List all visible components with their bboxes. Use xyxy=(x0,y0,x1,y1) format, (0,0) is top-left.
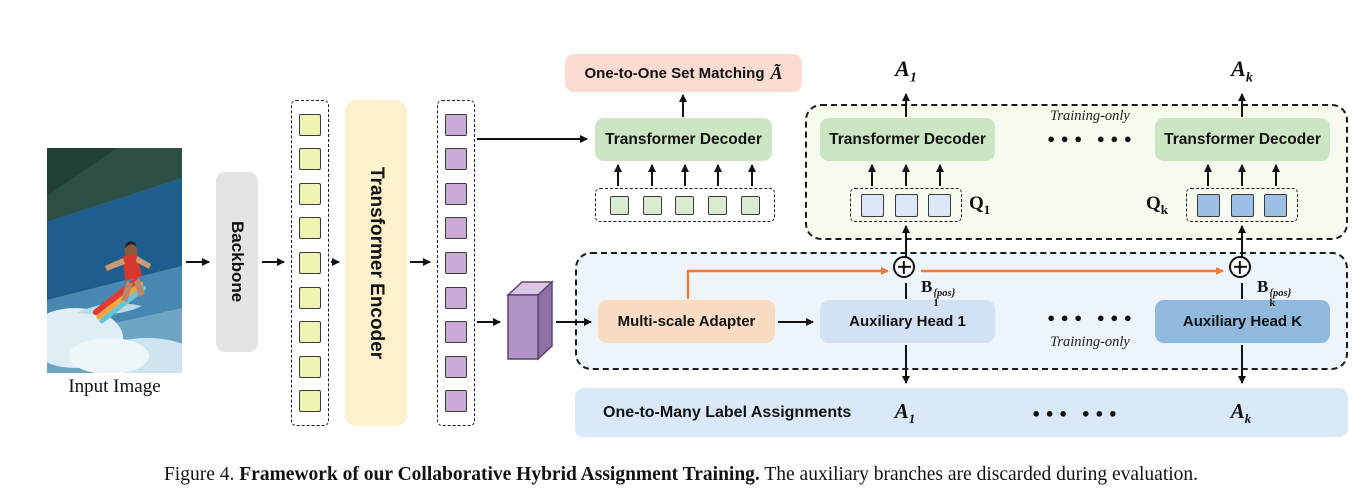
feature-token xyxy=(299,217,321,240)
query-token xyxy=(741,195,761,215)
surfer-photo-illustration xyxy=(47,148,182,373)
caption-bold: Framework of our Collaborative Hybrid As… xyxy=(239,464,760,485)
bk-pos-label: B{pos}k xyxy=(1257,277,1292,309)
feature-token xyxy=(445,390,467,413)
input-image-label: Input Image xyxy=(68,376,161,397)
auxiliary-head-k-box: Auxiliary Head K xyxy=(1155,300,1330,343)
feature-token xyxy=(445,113,467,136)
auxiliary-head-1-label: Auxiliary Head 1 xyxy=(849,313,966,330)
query-token xyxy=(1230,193,1254,217)
assignment-symbol-ak-bottom: Ak xyxy=(1230,398,1252,426)
query-symbol-q1: Q1 xyxy=(969,193,991,217)
query-token xyxy=(609,195,629,215)
backbone-label: Backbone xyxy=(228,221,247,303)
encoder-input-tokens xyxy=(291,100,329,426)
feature-token xyxy=(299,148,321,171)
one-to-many-assignments-box: One-to-Many Label Assignments A1 ● ● ● ●… xyxy=(575,388,1348,437)
one-to-one-matching-label: One-to-One Set Matching xyxy=(584,64,765,82)
caption-rest: The auxiliary branches are discarded dur… xyxy=(764,464,1199,485)
feature-token xyxy=(299,251,321,274)
feature-token xyxy=(299,286,321,309)
transformer-encoder-box: Transformer Encoder xyxy=(345,100,407,426)
feature-token xyxy=(445,321,467,344)
query-token xyxy=(642,195,662,215)
training-only-label-top: Training-only xyxy=(1050,108,1130,124)
query-symbol-qk: Qk xyxy=(1146,193,1169,217)
matching-symbol-a-tilde: Ã xyxy=(770,62,783,83)
training-only-label-bottom: Training-only xyxy=(1050,334,1130,350)
feature-token xyxy=(299,113,321,136)
query-token xyxy=(1197,193,1221,217)
one-to-one-decoder-box: Transformer Decoder xyxy=(595,118,772,161)
feature-token xyxy=(299,390,321,413)
assignment-symbol-ak-top: Ak xyxy=(1231,56,1253,86)
auxiliary-head-k-label: Auxiliary Head K xyxy=(1182,313,1303,330)
encoder-output-tokens xyxy=(437,100,475,426)
circled-plus-icon xyxy=(1229,256,1251,278)
aux-decoder-k-box: Transformer Decoder xyxy=(1155,118,1330,161)
ellipsis-dots-assignments: ● ● ● ● ● ● xyxy=(1032,405,1118,420)
aux-decoder-1-label: Transformer Decoder xyxy=(829,130,986,148)
backbone-box: Backbone xyxy=(216,172,258,352)
one-to-one-query-tokens xyxy=(595,188,775,222)
transformer-encoder-label: Transformer Encoder xyxy=(366,166,387,360)
multi-scale-adapter-label: Multi-scale Adapter xyxy=(617,313,756,330)
assignment-symbol-a1-bottom: A1 xyxy=(894,398,916,426)
multi-scale-adapter-box: Multi-scale Adapter xyxy=(598,300,775,343)
figure-caption: Figure 4. Framework of our Collaborative… xyxy=(0,464,1362,486)
feature-token xyxy=(445,217,467,240)
feature-token xyxy=(445,286,467,309)
circled-plus-icon xyxy=(893,256,915,278)
one-to-many-assignments-label: One-to-Many Label Assignments xyxy=(603,403,852,421)
b1-pos-label: B{pos}1 xyxy=(921,277,956,309)
query-token xyxy=(708,195,728,215)
query-token xyxy=(927,193,951,217)
aux-decoder-1-box: Transformer Decoder xyxy=(820,118,995,161)
aux-decoder-k-label: Transformer Decoder xyxy=(1164,130,1321,148)
query-group-1-tokens xyxy=(850,188,962,222)
ellipsis-dots-top: ● ● ● ● ● ● xyxy=(1047,131,1133,146)
caption-prefix: Figure 4. xyxy=(163,464,235,485)
feature-token xyxy=(445,148,467,171)
query-group-k-tokens xyxy=(1186,188,1298,222)
feature-token xyxy=(445,251,467,274)
feature-token xyxy=(445,182,467,205)
query-token xyxy=(894,193,918,217)
ellipsis-dots-bottom: ● ● ● ● ● ● xyxy=(1047,310,1133,325)
auxiliary-head-1-box: Auxiliary Head 1 xyxy=(820,300,995,343)
multi-scale-feature-icon xyxy=(500,276,560,366)
assignment-symbol-a1-top: A1 xyxy=(895,56,917,86)
feature-token xyxy=(445,355,467,378)
query-token xyxy=(675,195,695,215)
one-to-one-decoder-label: Transformer Decoder xyxy=(605,130,762,148)
one-to-one-matching-box: One-to-One Set Matching Ã xyxy=(565,54,802,92)
query-token xyxy=(1263,193,1287,217)
input-image-photo xyxy=(47,148,182,373)
feature-token xyxy=(299,321,321,344)
feature-token xyxy=(299,182,321,205)
query-token xyxy=(861,193,885,217)
feature-token xyxy=(299,355,321,378)
